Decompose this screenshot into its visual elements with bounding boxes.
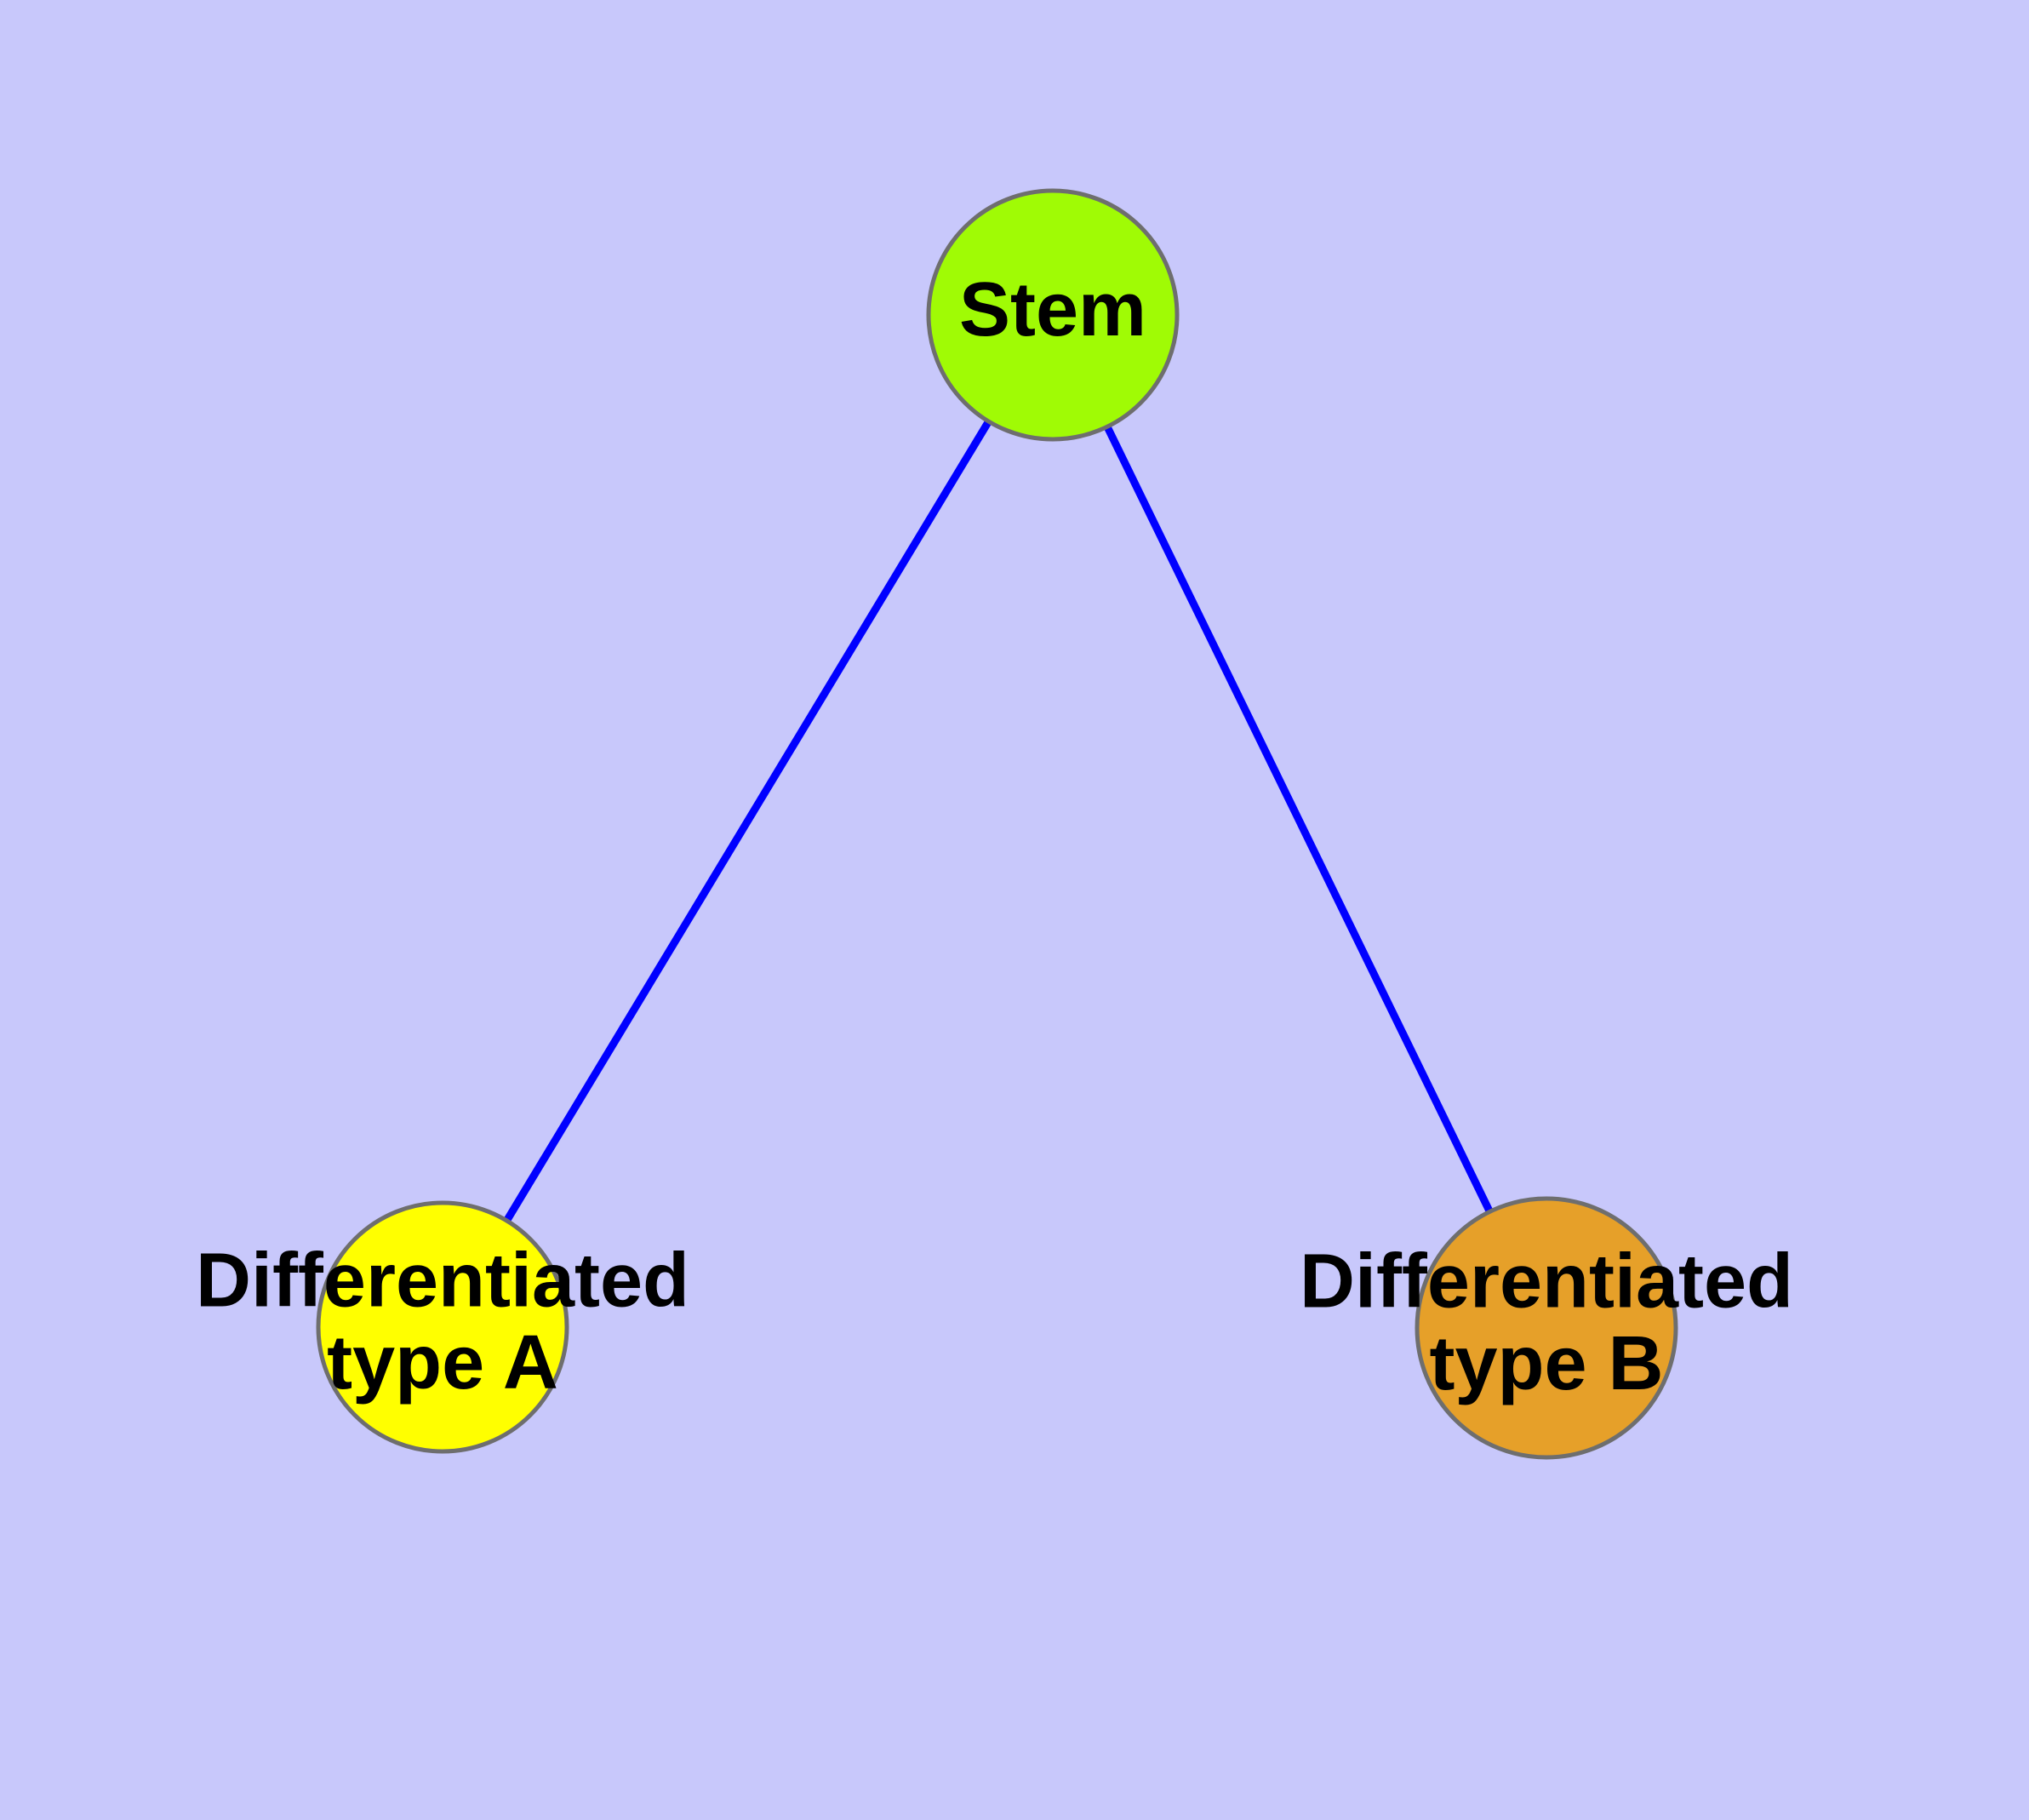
edges-layer bbox=[439, 312, 1551, 1330]
node-label-stem-line-1: Stem bbox=[959, 267, 1146, 352]
node-circle-stem[interactable] bbox=[926, 188, 1180, 442]
edge-stem-to-diff-a[interactable] bbox=[439, 312, 1056, 1330]
edge-stem-to-diff-b[interactable] bbox=[1049, 313, 1551, 1330]
node-stem[interactable]: Stem bbox=[926, 188, 1180, 442]
node-label-diff-b-line-1: Differentiated bbox=[1300, 1239, 1793, 1325]
node-label-diff-a-line-1: Differentiated bbox=[196, 1239, 689, 1324]
node-circle-diff-b[interactable] bbox=[1415, 1196, 1678, 1460]
node-circle-diff-a[interactable] bbox=[316, 1200, 569, 1454]
node-label-diff-b-line-2: type B bbox=[1429, 1321, 1663, 1406]
node-label-diff-a-line-2: type A bbox=[327, 1320, 558, 1405]
